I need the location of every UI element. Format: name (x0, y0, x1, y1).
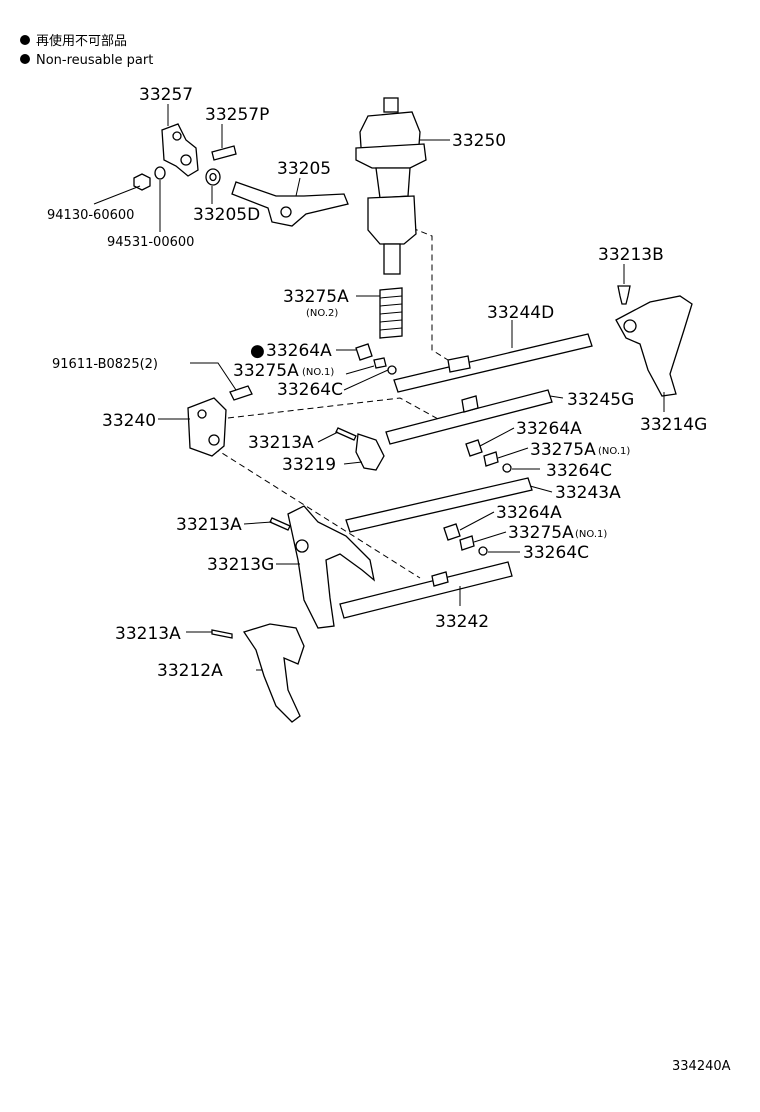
pin-33213A-2-shape (269, 517, 291, 531)
leader-lines (93, 104, 665, 671)
diagram-code: 334240A (672, 1059, 731, 1074)
label-33257: 33257 (139, 85, 193, 105)
legend-bullet-icon (20, 54, 30, 64)
label-33205D: 33205D (193, 205, 260, 225)
legend-english: Non-reusable part (36, 53, 153, 68)
label-33275A-1-sub: (NO.1) (302, 367, 334, 378)
label-94531-00600: 94531-00600 (107, 235, 194, 250)
fork-33213G-shape (287, 505, 375, 629)
plug-33264A-3-shape (443, 523, 461, 541)
rod-33243A-shape (345, 477, 533, 533)
plug-33264A-2-shape (465, 439, 483, 457)
label-33275A-1: 33275A (233, 361, 299, 381)
bracket-33257-shape (161, 123, 199, 177)
washer-94531-shape (154, 166, 166, 180)
ball-33264C-1-shape (387, 365, 397, 375)
spring-33275A-2-shape (483, 451, 499, 467)
label-33212A: 33212A (157, 661, 223, 681)
label-33214G: 33214G (640, 415, 707, 435)
head-33219-shape (355, 433, 385, 471)
spring-33275A-1-shape (373, 357, 387, 369)
rod-33245G-shape (385, 389, 553, 445)
label-33245G: 33245G (567, 390, 634, 410)
pin-33213A-1-shape (335, 427, 357, 441)
legend: 再使用不可部品 Non-reusable part (20, 33, 153, 68)
rod-33244D-shape (393, 333, 593, 393)
label-33250: 33250 (452, 131, 506, 151)
label-94130-60600: 94130-60600 (47, 208, 134, 223)
label-33219: 33219 (282, 455, 336, 475)
pin-33213A-3-shape (211, 629, 233, 639)
bolt-91611-shape (229, 385, 253, 401)
legend-bullet-icon (20, 35, 30, 45)
label-33275A-3-sub: (NO.1) (575, 529, 607, 540)
dashed-guide-lines (213, 227, 449, 579)
label-33264A-marker: ● (250, 341, 265, 361)
label-33275A-2: 33275A (530, 440, 596, 460)
label-33264A-2: 33264A (516, 419, 582, 439)
lever-33205-shape (231, 181, 349, 227)
label-33213B: 33213B (598, 245, 664, 265)
rod-33242-shape (339, 561, 513, 619)
label-33264C-2: 33264C (546, 461, 612, 481)
plug-33264A-1-shape (355, 343, 373, 361)
label-33275A-2-sub: (NO.1) (598, 446, 630, 457)
label-33264A-3: 33264A (496, 503, 562, 523)
spring-33275A-3-shape (459, 535, 475, 551)
label-33205: 33205 (277, 159, 331, 179)
label-33257P: 33257P (205, 105, 269, 125)
label-91611-B0825: 91611-B0825(2) (52, 357, 158, 372)
label-33240: 33240 (102, 411, 156, 431)
bolt-33213B-shape (617, 285, 631, 305)
fork-33212A-shape (242, 623, 305, 723)
pin-33257P-shape (211, 145, 237, 161)
label-33264A-1: 33264A (266, 341, 332, 361)
label-33244D: 33244D (487, 303, 554, 323)
label-33213A-2: 33213A (176, 515, 242, 535)
label-33243A: 33243A (555, 483, 621, 503)
label-33264C-1: 33264C (277, 380, 343, 400)
ball-33264C-2-shape (502, 463, 512, 473)
label-33275A-no2-sub: (NO.2) (306, 308, 338, 319)
ball-33264C-3-shape (478, 546, 488, 556)
label-33213A-1: 33213A (248, 433, 314, 453)
part-labels: 33257 33257P 33250 33205 94130-60600 332… (47, 85, 731, 1074)
label-33242: 33242 (435, 612, 489, 632)
part-drawings (133, 97, 693, 723)
fork-33214G-shape (615, 295, 693, 397)
label-33213G: 33213G (207, 555, 274, 575)
label-33264C-3: 33264C (523, 543, 589, 563)
legend-japanese: 再使用不可部品 (36, 33, 127, 49)
nut-94130-shape (133, 173, 151, 191)
block-33240-shape (187, 397, 227, 457)
housing-33250-shape (355, 97, 427, 275)
label-33275A-3: 33275A (508, 523, 574, 543)
label-33213A-3: 33213A (115, 624, 181, 644)
label-33275A-no2: 33275A (283, 287, 349, 307)
